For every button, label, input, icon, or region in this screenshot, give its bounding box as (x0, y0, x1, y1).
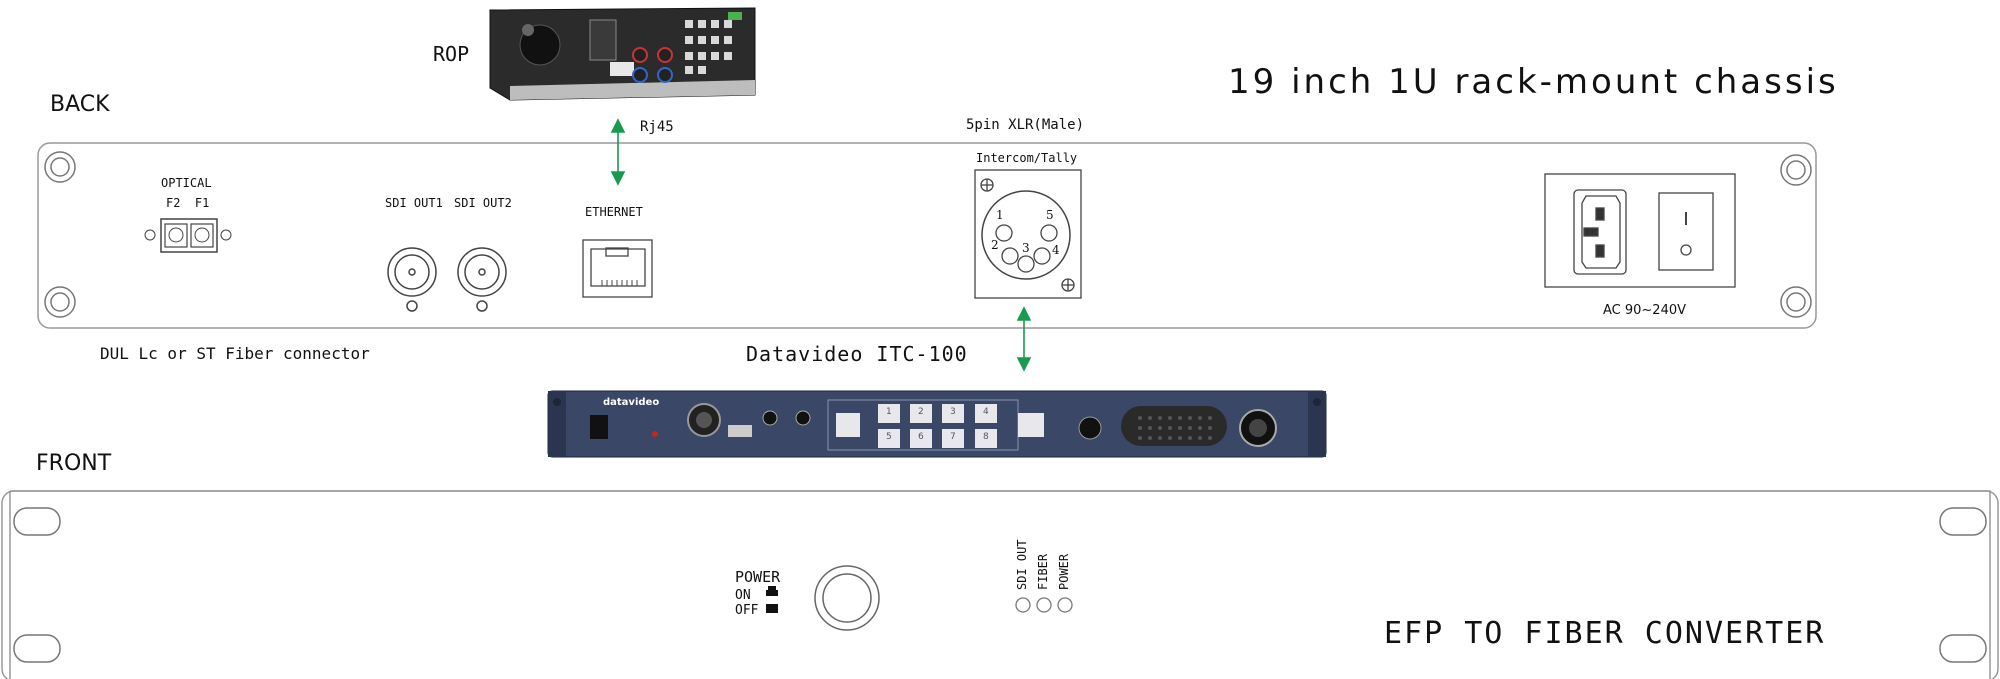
led-label-fiber: FIBER (1036, 553, 1050, 590)
itc100-button-2: 2 (918, 407, 924, 417)
optical-caption: DUL Lc or ST Fiber connector (100, 344, 370, 363)
itc100-device-image (547, 390, 1327, 458)
xlr-pin-1: 1 (996, 208, 1004, 222)
led-label-power: POWER (1057, 553, 1071, 590)
itc100-brand: datavideo (603, 397, 660, 408)
front-label: FRONT (36, 451, 112, 476)
sdi-out1-label: SDI OUT1 (385, 196, 443, 210)
led-label-sdi-out: SDI OUT (1015, 539, 1029, 590)
optical-connector (144, 218, 232, 253)
ethernet-label: ETHERNET (585, 205, 643, 219)
back-label: BACK (50, 92, 110, 117)
power-button (814, 565, 880, 631)
rop-device-image (489, 7, 756, 101)
itc100-label: Datavideo ITC-100 (746, 342, 968, 366)
power-title-label: POWER (735, 568, 781, 586)
back-panel (37, 142, 1817, 329)
front-leds (1015, 597, 1073, 613)
front-rack-slots (13, 507, 1987, 663)
itc100-button-8: 8 (983, 432, 989, 442)
xlr-pin-3: 3 (1022, 241, 1030, 255)
sdi-out2-label: SDI OUT2 (454, 196, 512, 210)
power-on-label: ON (735, 588, 751, 603)
xlr-function-label: Intercom/Tally (976, 151, 1078, 165)
itc100-button-6: 6 (918, 432, 924, 442)
optical-ports-label: F2 F1 (166, 196, 210, 210)
xlr-pin-2: 2 (991, 238, 999, 252)
optical-label: OPTICAL (161, 176, 212, 190)
rj45-label: Rj45 (640, 119, 674, 135)
ac-label: AC 90~240V (1603, 303, 1687, 318)
itc100-button-4: 4 (983, 407, 989, 417)
rop-label: ROP (433, 42, 470, 66)
xlr-link-arrow (1016, 306, 1032, 372)
rj45-link-arrow (610, 118, 626, 186)
xlr-pin-4: 4 (1052, 243, 1060, 257)
product-name: EFP TO FIBER CONVERTER (1384, 616, 1826, 651)
ac-power-module (1544, 173, 1736, 288)
itc100-button-5: 5 (886, 432, 892, 442)
itc100-button-7: 7 (950, 432, 956, 442)
power-switch-indicator (766, 586, 778, 613)
xlr-pin-5: 5 (1046, 208, 1054, 222)
power-off-label: OFF (735, 603, 759, 618)
sdi-out2-connector (457, 247, 507, 312)
itc100-button-3: 3 (950, 407, 956, 417)
xlr-connector (974, 169, 1082, 299)
xlr-header-label: 5pin XLR(Male) (966, 117, 1085, 133)
ethernet-port (582, 239, 653, 298)
sdi-out1-connector (387, 247, 437, 312)
itc100-button-1: 1 (886, 407, 892, 417)
chassis-title: 19 inch 1U rack-mount chassis (1228, 62, 1839, 102)
back-rack-screws (44, 151, 1812, 318)
